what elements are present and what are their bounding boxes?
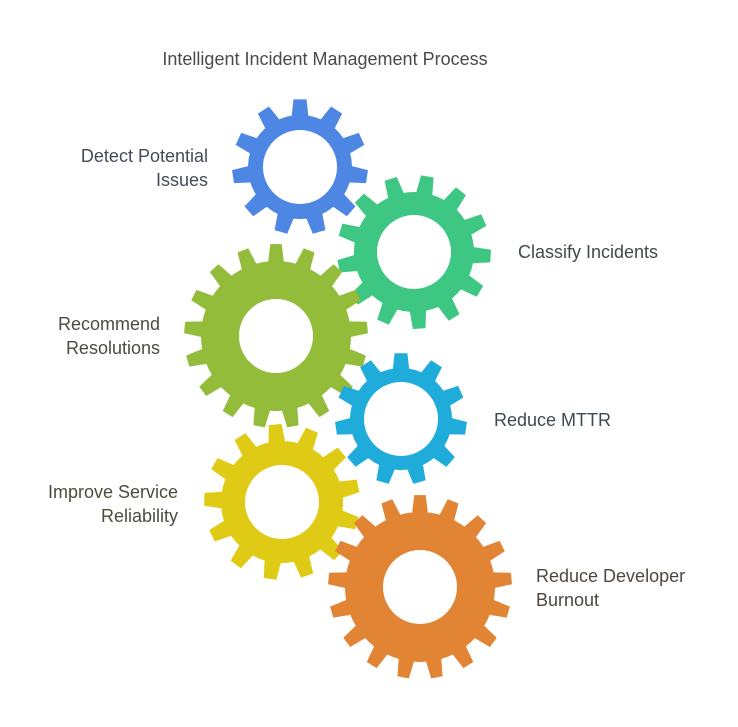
gear-reduce-mttr — [335, 353, 467, 484]
label-line: Classify Incidents — [518, 242, 659, 262]
gear-reduce-developer-burnout — [328, 495, 512, 679]
label-line: Recommend — [57, 314, 160, 334]
step-label-reduce-developer-burnout: Reduce Developer Burnout — [536, 564, 685, 612]
gear-improve-service-reliability — [204, 424, 360, 580]
label-line: Reduce Developer — [536, 566, 686, 586]
step-label-reduce-mttr: Reduce MTTR — [494, 408, 611, 432]
label-line: Reliability — [100, 506, 178, 526]
label-line: Improve Service — [47, 482, 178, 502]
label-line: Issues — [155, 170, 208, 190]
step-label-detect-potential-issues: Detect Potential Issues — [81, 144, 208, 192]
step-label-classify-incidents: Classify Incidents — [518, 240, 658, 264]
label-line: Resolutions — [65, 338, 160, 358]
gear-classify-incidents — [337, 175, 491, 329]
diagram-title: Intelligent Incident Management Process — [162, 49, 488, 69]
gear-recommend-resolutions — [184, 244, 368, 428]
gear-detect-potential-issues — [232, 99, 368, 234]
label-line: Reduce MTTR — [494, 410, 612, 430]
step-label-improve-service-reliability: Improve Service Reliability — [48, 480, 178, 528]
step-label-recommend-resolutions: Recommend Resolutions — [58, 312, 160, 360]
label-line: Detect Potential — [80, 146, 208, 166]
label-line: Burnout — [536, 590, 600, 610]
